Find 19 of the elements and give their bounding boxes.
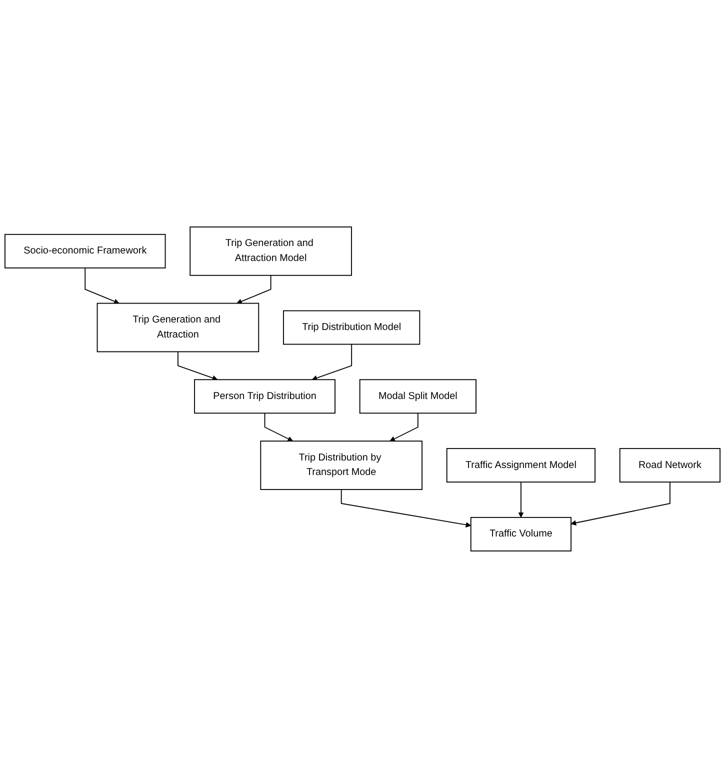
arrow: [178, 351, 218, 381]
node-box: Traffic Assignment Model: [446, 448, 596, 483]
arrow: [340, 489, 472, 528]
arrow: [84, 268, 120, 304]
node-box: Trip Generation and Attraction: [96, 302, 260, 352]
arrow: [390, 412, 418, 442]
node-box: Socio-economic Framework: [4, 234, 166, 268]
node-box: Modal Split Model: [359, 379, 476, 414]
arrow: [312, 344, 352, 381]
node-box: Trip Generation and Attraction Model: [190, 226, 352, 276]
node-box: Trip Distribution by Transport Mode: [260, 440, 422, 490]
node-box: Road Network: [619, 448, 720, 483]
arrow: [264, 412, 294, 442]
arrow: [570, 482, 670, 526]
node-box: Trip Distribution Model: [283, 310, 420, 345]
node-box: Traffic Volume: [470, 517, 572, 552]
arrow: [518, 482, 524, 518]
arrow: [236, 274, 272, 304]
node-box: Person Trip Distribution: [194, 379, 336, 414]
